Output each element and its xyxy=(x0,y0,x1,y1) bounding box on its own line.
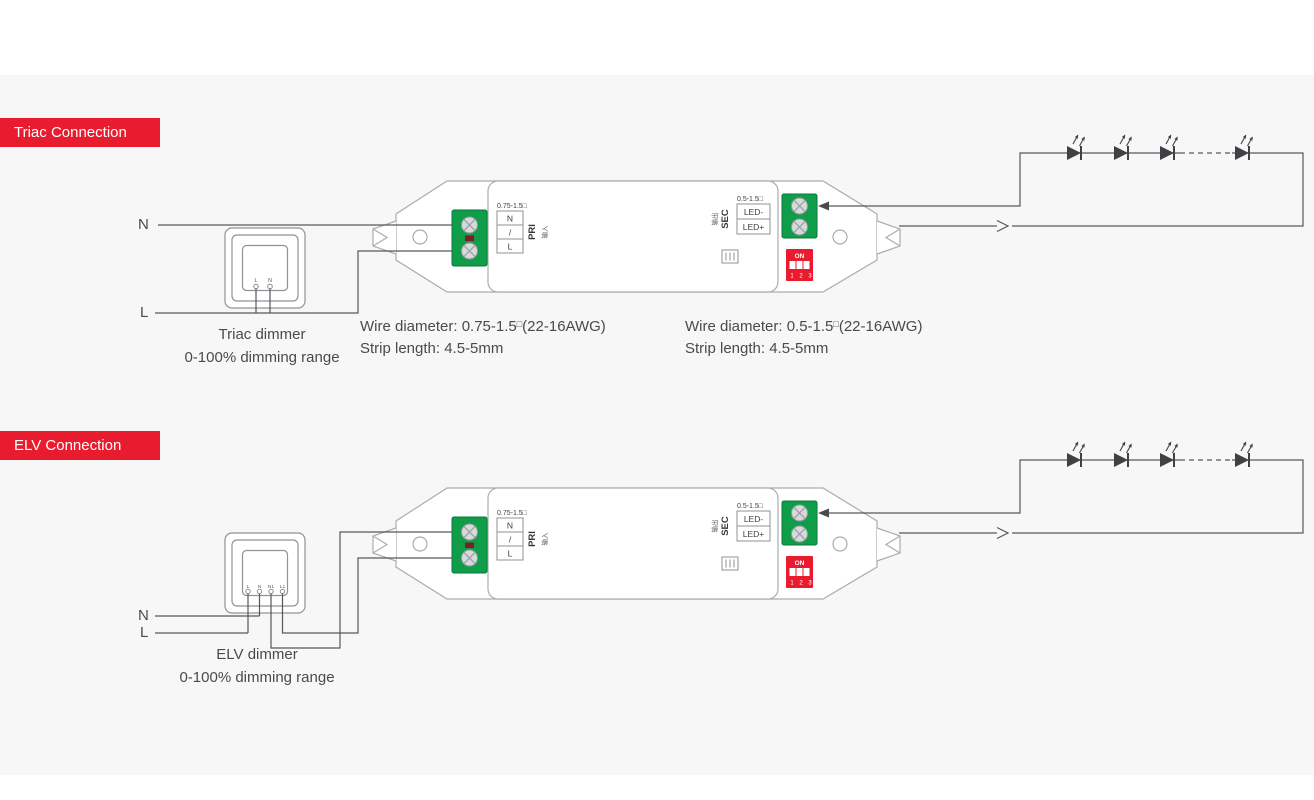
dimmer-terminal-label: L xyxy=(254,278,257,284)
triac-dimmer: L N xyxy=(224,227,306,309)
elv-section-banner: ELV Connection xyxy=(0,431,160,460)
dimmer-terminal-label: L1 xyxy=(280,584,286,590)
elv-line-label: L xyxy=(140,624,149,641)
elv-led-string xyxy=(818,442,1303,539)
sec-wire-note-text: Wire diameter: 0.5-1.5 xyxy=(685,318,834,335)
dimmer-terminal xyxy=(256,588,263,595)
triac-dimmer-caption: Triac dimmer xyxy=(218,326,306,343)
dimmer-terminal-label: N1 xyxy=(268,584,274,590)
triac-section-banner: Triac Connection xyxy=(0,118,160,147)
dimmer-terminal xyxy=(245,588,251,595)
dimmer-terminal-label: L xyxy=(247,584,250,590)
sec-wire-note-awg: (22-16AWG) xyxy=(838,318,923,335)
dimmer-terminal xyxy=(268,588,274,595)
triac-dimming-range-caption: 0-100% dimming range xyxy=(184,349,340,366)
dimmer-terminal-label: N xyxy=(268,278,272,284)
pri-wire-note-text: Wire diameter: 0.75-1.5 xyxy=(360,318,517,335)
mm2-symbol: □ xyxy=(516,319,523,329)
elv-mains-wiring xyxy=(155,531,452,649)
elv-dimmer: L N N1 L1 xyxy=(224,532,306,614)
dimmed-line-wire xyxy=(281,557,452,634)
dimmer-terminal-label: N xyxy=(258,584,262,590)
dimmer-terminal xyxy=(267,283,273,290)
dimmer-terminal xyxy=(279,588,286,595)
dimmed-neutral-wire xyxy=(270,531,452,649)
mm2-symbol: □ xyxy=(833,319,839,329)
sec-wire-note: Wire diameter: 0.5-1.5□(22-16AWG) xyxy=(685,318,922,335)
triac-mains-wiring xyxy=(155,224,452,314)
elv-dimming-range-caption: 0-100% dimming range xyxy=(179,669,335,686)
triac-led-string xyxy=(818,135,1303,232)
triac-neutral-label: N xyxy=(138,216,149,233)
elv-led-driver xyxy=(372,487,901,600)
dimmer-terminal xyxy=(253,283,259,290)
pri-wire-note: Wire diameter: 0.75-1.5□(22-16AWG) xyxy=(360,318,606,335)
pri-wire-note-awg: (22-16AWG) xyxy=(522,318,606,335)
dimmer-inner-frame xyxy=(241,549,289,597)
sec-strip-note: Strip length: 4.5-5mm xyxy=(685,340,829,357)
dimmer-inner-frame xyxy=(241,244,289,292)
elv-neutral-label: N xyxy=(138,607,149,624)
pri-strip-note: Strip length: 4.5-5mm xyxy=(360,340,504,357)
elv-dimmer-caption: ELV dimmer xyxy=(216,646,298,663)
triac-led-driver xyxy=(372,180,901,293)
triac-line-label: L xyxy=(140,304,149,321)
